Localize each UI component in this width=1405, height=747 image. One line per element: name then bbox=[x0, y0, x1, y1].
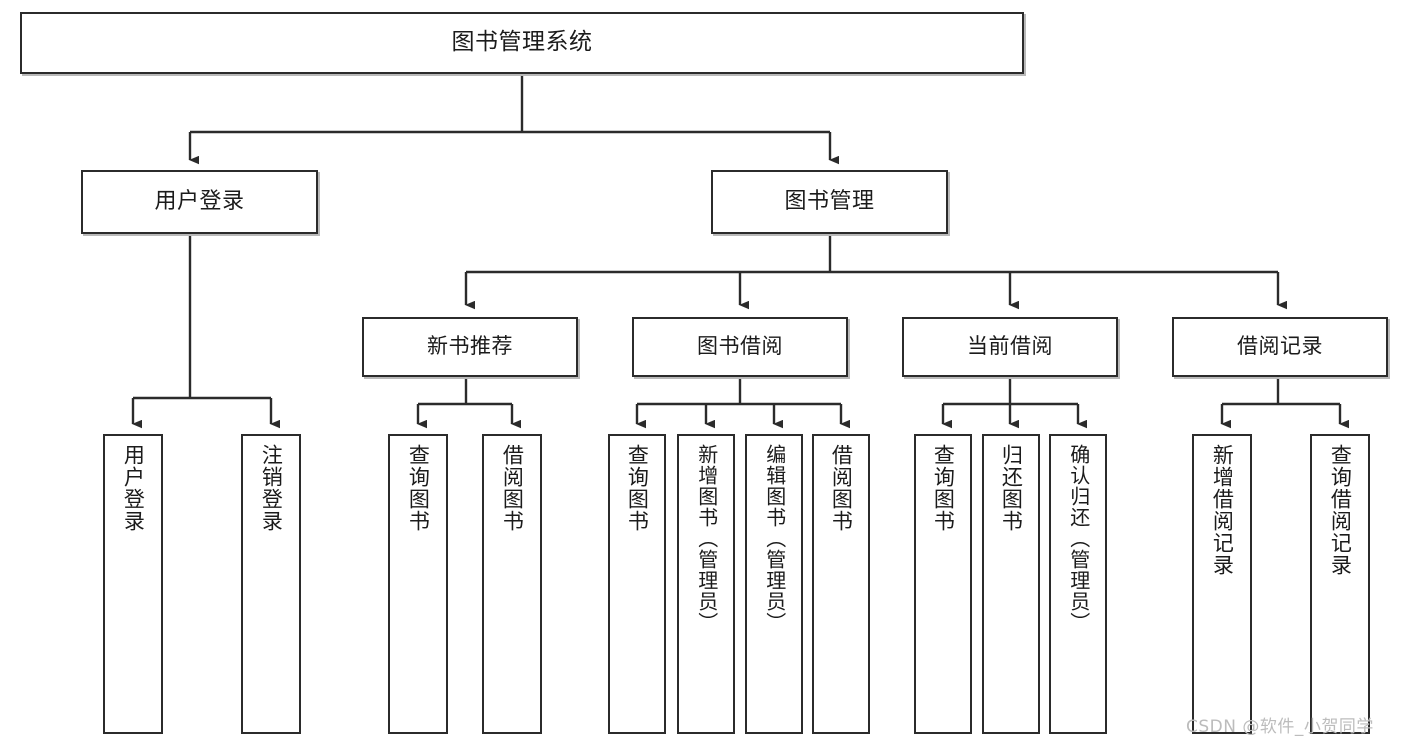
leaf-new-book-query[interactable]: 查询图书 bbox=[388, 434, 448, 734]
node-borrow-record-label: 借阅记录 bbox=[1237, 334, 1323, 359]
leaf-borrow-query-book[interactable]: 查询图书 bbox=[608, 434, 666, 734]
leaf-borrow-borrow-book[interactable]: 借阅图书 bbox=[812, 434, 870, 734]
node-user-login[interactable]: 用户登录 bbox=[81, 170, 318, 234]
node-root[interactable]: 图书管理系统 bbox=[20, 12, 1024, 74]
leaf-label: 新增借阅记录 bbox=[1210, 444, 1235, 576]
node-root-label: 图书管理系统 bbox=[451, 29, 593, 56]
leaf-label: 查询借阅记录 bbox=[1328, 444, 1353, 576]
leaf-new-book-borrow[interactable]: 借阅图书 bbox=[482, 434, 542, 734]
leaf-label: 查询图书 bbox=[406, 444, 431, 532]
node-user-login-label: 用户登录 bbox=[154, 188, 245, 214]
leaf-label: 借阅图书 bbox=[500, 444, 525, 532]
node-book-borrow[interactable]: 图书借阅 bbox=[632, 317, 848, 377]
node-book-borrow-label: 图书借阅 bbox=[697, 334, 783, 359]
node-new-book-recommend-label: 新书推荐 bbox=[427, 334, 513, 359]
leaf-label: 用户登录 bbox=[121, 444, 146, 532]
node-current-borrow-label: 当前借阅 bbox=[967, 334, 1053, 359]
node-book-management[interactable]: 图书管理 bbox=[711, 170, 948, 234]
leaf-current-return-book[interactable]: 归还图书 bbox=[982, 434, 1040, 734]
leaf-user-login-login[interactable]: 用户登录 bbox=[103, 434, 163, 734]
leaf-record-add[interactable]: 新增借阅记录 bbox=[1192, 434, 1252, 734]
leaf-label: 借阅图书 bbox=[829, 444, 854, 532]
node-new-book-recommend[interactable]: 新书推荐 bbox=[362, 317, 578, 377]
node-borrow-record[interactable]: 借阅记录 bbox=[1172, 317, 1388, 377]
leaf-label: 编辑图书（管理员） bbox=[762, 444, 787, 633]
leaf-user-login-logout[interactable]: 注销登录 bbox=[241, 434, 301, 734]
leaf-label: 查询图书 bbox=[625, 444, 650, 532]
leaf-label: 查询图书 bbox=[931, 444, 956, 532]
leaf-label: 新增图书（管理员） bbox=[694, 444, 719, 633]
watermark: CSDN @软件_小贺同学 bbox=[1186, 717, 1374, 737]
leaf-borrow-add-book-admin[interactable]: 新增图书（管理员） bbox=[677, 434, 735, 734]
leaf-label: 注销登录 bbox=[259, 444, 284, 532]
node-book-management-label: 图书管理 bbox=[784, 188, 875, 214]
leaf-current-confirm-return-admin[interactable]: 确认归还（管理员） bbox=[1049, 434, 1107, 734]
leaf-borrow-edit-book-admin[interactable]: 编辑图书（管理员） bbox=[745, 434, 803, 734]
leaf-label: 确认归还（管理员） bbox=[1066, 444, 1091, 633]
leaf-record-query[interactable]: 查询借阅记录 bbox=[1310, 434, 1370, 734]
node-current-borrow[interactable]: 当前借阅 bbox=[902, 317, 1118, 377]
leaf-label: 归还图书 bbox=[999, 444, 1024, 532]
leaf-current-query-book[interactable]: 查询图书 bbox=[914, 434, 972, 734]
